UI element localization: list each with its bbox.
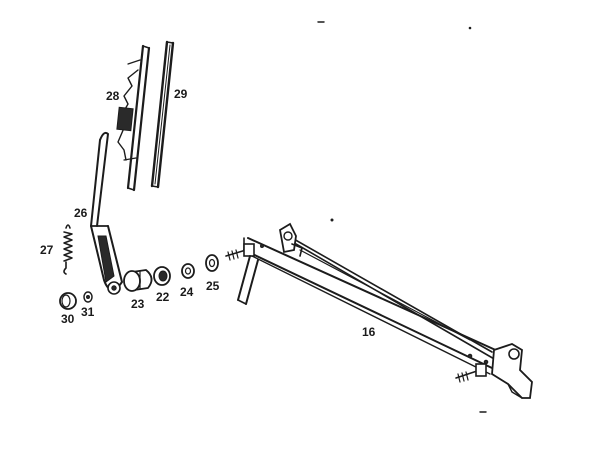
part-label-24: 24 [180, 285, 194, 299]
nut-part-22 [153, 266, 171, 286]
print-specks [317, 21, 487, 413]
washer-part-24 [181, 263, 195, 279]
wiper-blade-holder-part-28 [116, 44, 151, 192]
part-label-31: 31 [81, 305, 95, 319]
part-label-23: 23 [131, 297, 145, 311]
washer-part-25 [205, 254, 219, 272]
cap-nut-part-30 [59, 292, 77, 310]
wiper-arm-part-26 [90, 131, 123, 295]
spacer-sleeve-part-23 [123, 269, 153, 292]
part-label-30: 30 [61, 312, 75, 326]
tension-spring-part-27 [63, 224, 73, 275]
wiper-linkage-frame-part-16 [225, 222, 533, 399]
part-label-22: 22 [156, 290, 170, 304]
wiper-rubber-part-29 [150, 40, 175, 189]
part-label-25: 25 [206, 279, 220, 293]
small-washer-part-31 [83, 291, 93, 303]
part-label-16: 16 [362, 325, 376, 339]
part-label-26: 26 [74, 206, 88, 220]
part-label-29: 29 [174, 87, 188, 101]
part-label-28: 28 [106, 89, 120, 103]
part-label-27: 27 [40, 243, 54, 257]
